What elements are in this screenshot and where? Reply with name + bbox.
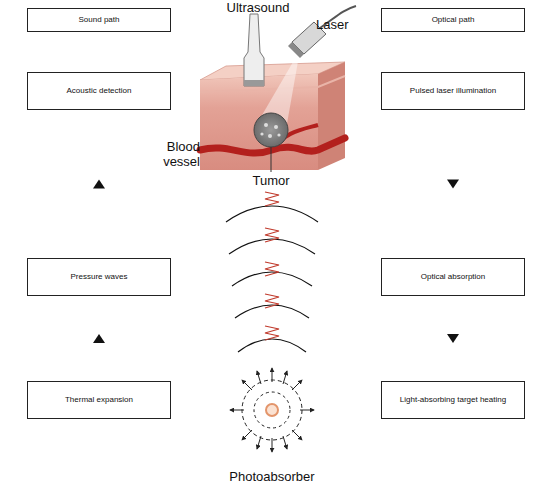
illustration-label: Tumor <box>241 173 301 188</box>
pressure-wave-arcs <box>226 206 318 352</box>
box-label: Acoustic detection <box>67 83 132 99</box>
process-box: Optical path <box>381 8 525 32</box>
ultrasound-probe <box>244 14 264 86</box>
illustration-label: Laser <box>316 17 366 32</box>
box-label: Sound path <box>79 12 120 28</box>
box-label: Optical path <box>432 12 475 28</box>
process-box: Light-absorbing target heating <box>381 381 525 419</box>
process-box: Pulsed laser illumination <box>381 72 525 110</box>
acoustic-signal-squiggles <box>265 192 279 340</box>
process-box: Optical absorption <box>381 258 525 296</box>
flow-arrow <box>447 110 459 258</box>
flow-arrow <box>447 296 459 381</box>
process-box: Pressure waves <box>27 258 171 296</box>
illustration-label: Photoabsorber <box>207 469 337 484</box>
illustration-label: Blood vessel <box>160 139 200 169</box>
flow-arrow <box>93 296 105 381</box>
flow-arrow <box>93 110 105 258</box>
process-box: Sound path <box>27 8 171 32</box>
laser-probe <box>288 6 356 58</box>
illustration-label: Ultrasound <box>213 0 303 15</box>
box-label: Pulsed laser illumination <box>410 83 496 99</box>
photoabsorber-symbol <box>230 368 314 452</box>
box-label: Light-absorbing target heating <box>400 392 506 408</box>
process-box: Acoustic detection <box>27 72 171 110</box>
tumor-mass <box>254 113 288 172</box>
box-label: Pressure waves <box>71 269 128 285</box>
tissue-block <box>200 62 345 170</box>
box-label: Optical absorption <box>421 269 485 285</box>
box-label: Thermal expansion <box>65 392 133 408</box>
process-box: Thermal expansion <box>27 381 171 419</box>
